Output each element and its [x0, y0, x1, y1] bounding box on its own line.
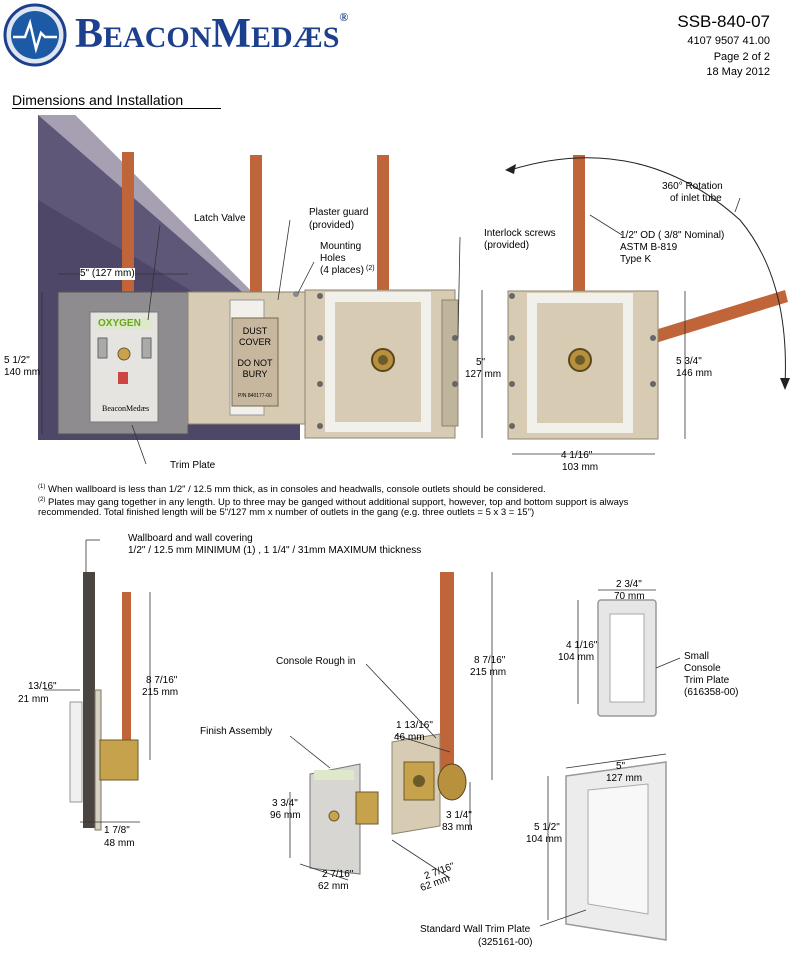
dim-side-178: 1 7/8" [104, 825, 130, 836]
tube-spec-label: ASTM B-819 [620, 242, 678, 253]
copper-tube [122, 592, 131, 740]
dust-cover-text: COVER [238, 337, 271, 347]
dim-std-5: 5" [616, 761, 626, 772]
interlock-screws-label: Interlock screws [484, 228, 556, 239]
dim-rough-314: 83 mm [442, 822, 473, 833]
tube-spec-label: 1/2" OD ( 3/8" Nominal) [620, 230, 725, 241]
plaster-guard-label: Plaster guard [309, 207, 369, 218]
dim-small-234: 2 3/4" [616, 579, 642, 590]
face-plate [89, 311, 159, 423]
footnote-2: (2) Plates may gang together in any leng… [38, 497, 629, 509]
dim-finish-2716: 2 7/16" [322, 869, 354, 880]
dim-std-5: 127 mm [606, 773, 643, 784]
dim-finish-334: 3 3/4" [272, 798, 298, 809]
console-rough-label: Console Rough in [276, 656, 356, 667]
mounting-holes-label: Mounting [320, 241, 362, 252]
dim-height-534: 5 3/4" [676, 356, 702, 367]
dim-finish-334: 96 mm [270, 810, 301, 821]
std-trim-label: (325161-00) [478, 937, 533, 948]
mounting-holes-note: (2) [366, 265, 375, 272]
doc-number: SSB-840-07 [677, 12, 770, 31]
oxygen-label: OXYGEN [98, 318, 141, 329]
small-console-label: (616358-00) [684, 687, 739, 698]
plaster-guard-label: (provided) [309, 220, 355, 231]
footnote-2-cont: recommended. Total finished length will … [38, 507, 535, 518]
std-trim-label: Standard Wall Trim Plate [420, 924, 531, 935]
dust-cover-text: BURY [242, 369, 268, 379]
copper-tube [122, 152, 134, 292]
dim-side-1316: 21 mm [18, 694, 49, 705]
rotation-label: 360° Rotation [662, 181, 723, 192]
dim-rough-11316: 1 13/16" [396, 720, 433, 731]
dim-height-left: 5 1/2" [4, 355, 30, 366]
dim-small-234: 70 mm [614, 591, 645, 602]
copper-tube [440, 572, 454, 772]
dust-cover-text: DUST [242, 326, 268, 336]
dim-rough-8716: 215 mm [470, 667, 507, 678]
dim-rough-314: 3 1/4" [446, 810, 472, 821]
page-number: Page 2 of 2 [713, 51, 770, 63]
dim-std-512: 5 1/2" [534, 822, 560, 833]
doc-date: 18 May 2012 [706, 66, 770, 78]
finish-assembly-label: Finish Assembly [200, 726, 273, 737]
dim-side-178: 48 mm [104, 838, 135, 849]
dim-width-top: 5" (127 mm) [80, 268, 135, 280]
dim-rough-11316: 46 mm [394, 732, 425, 743]
dim-height-5: 127 mm [465, 369, 502, 380]
dim-side-8716: 8 7/16" [146, 675, 178, 686]
wallboard-thickness: 1/2" / 12.5 mm MINIMUM (1) , 1 1/4" / 31… [128, 545, 422, 556]
brand-wordmark: BEACONMEDÆS® [75, 10, 349, 57]
trim-plate-label: Trim Plate [170, 460, 216, 471]
dust-cover-pn: P/N 840177-00 [238, 393, 272, 399]
logo-emblem [3, 3, 67, 67]
faceplate-brand: BeaconMedæs [102, 404, 150, 413]
rotation-label: of inlet tube [670, 193, 722, 204]
section-title: Dimensions and Installation [12, 92, 222, 109]
dim-std-512: 104 mm [526, 834, 563, 845]
mounting-holes-label: Holes [320, 253, 346, 264]
dim-small-4116: 4 1/16" [566, 640, 598, 651]
wallboard-section [83, 572, 95, 828]
interlock-screws-label: (provided) [484, 240, 530, 251]
dim-height-left: 140 mm [4, 367, 41, 378]
latch-valve-label: Latch Valve [194, 213, 246, 224]
dim-height-534: 146 mm [676, 368, 713, 379]
dim-finish-2716: 62 mm [318, 881, 349, 892]
lower-illustrations [44, 539, 681, 941]
small-console-label: Small [684, 651, 710, 662]
dim-width-4116: 103 mm [562, 462, 599, 473]
dim-side-8716: 215 mm [142, 687, 179, 698]
installation-illustration [38, 115, 790, 465]
footnote-1: (1) When wallboard is less than 1/2" / 1… [38, 484, 546, 496]
tube-spec-label: Type K [620, 254, 652, 265]
dim-side-1316: 13/16" [28, 681, 57, 692]
rotation-arrow [509, 157, 786, 386]
mounting-holes-label: (4 places) [320, 265, 364, 276]
small-console-label: Trim Plate [684, 675, 730, 686]
wallboard-label: Wallboard and wall covering [128, 533, 253, 544]
dust-cover [231, 317, 279, 407]
dim-small-4116: 104 mm [558, 652, 595, 663]
part-number: 4107 9507 41.00 [687, 35, 770, 47]
brass-inlet [99, 739, 139, 781]
dust-cover-text: DO NOT [237, 358, 273, 368]
dim-rough-8716: 8 7/16" [474, 655, 506, 666]
dim-height-5: 5" [476, 357, 486, 368]
brass-inlet [355, 791, 379, 825]
dim-width-4116: 4 1/16" [561, 450, 593, 461]
copper-tube [250, 155, 262, 325]
small-console-label: Console [684, 663, 721, 674]
